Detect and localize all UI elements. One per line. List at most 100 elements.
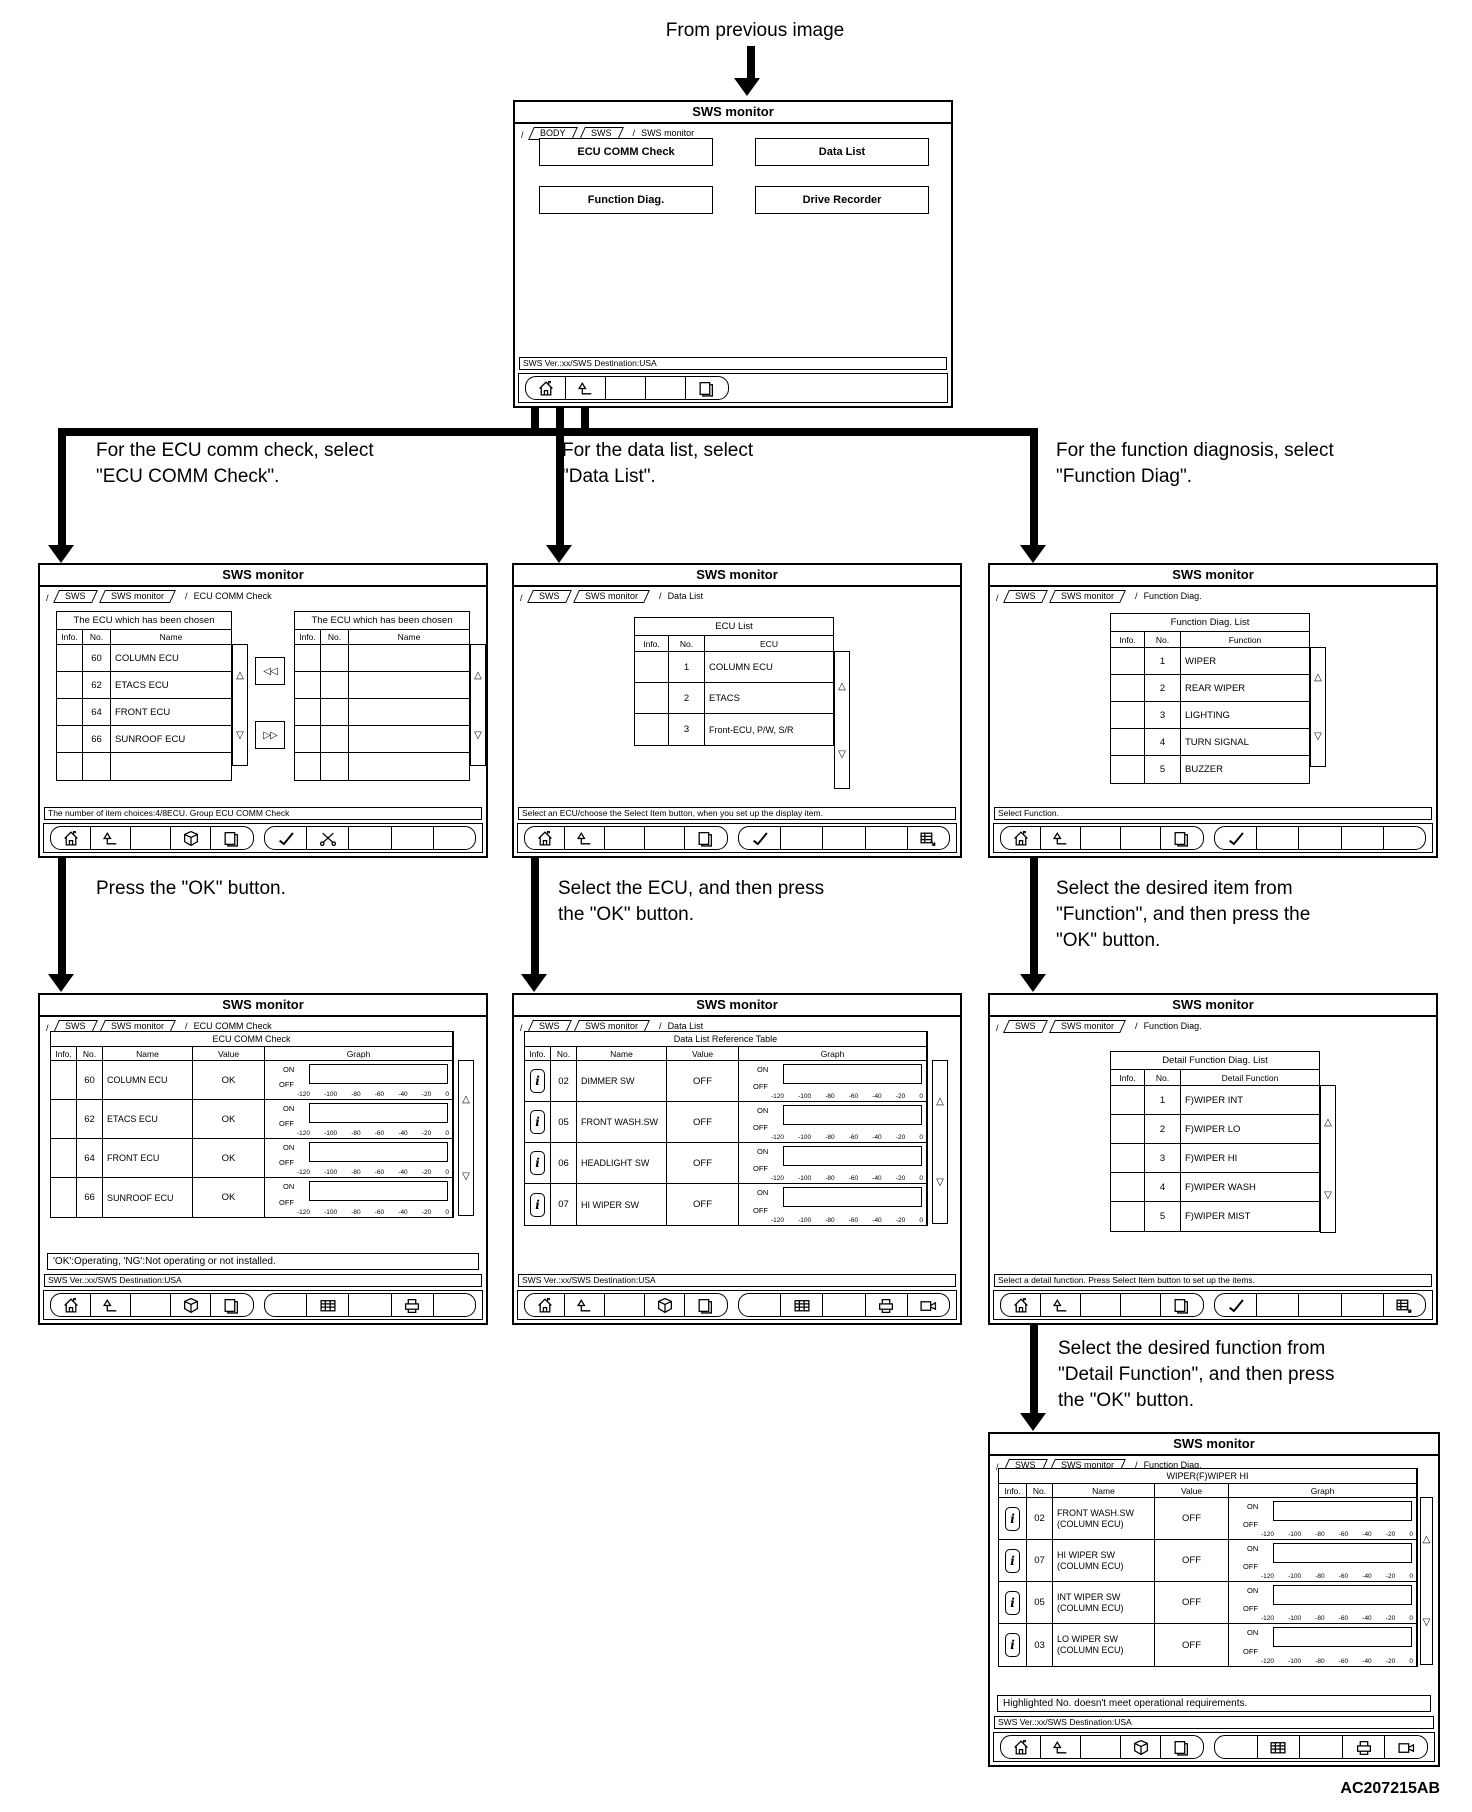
tab-sws-monitor[interactable]: SWS monitor — [1049, 590, 1126, 603]
data-table-button[interactable] — [307, 1294, 350, 1316]
parts-button[interactable] — [1121, 1736, 1161, 1758]
record-button[interactable] — [1385, 1736, 1427, 1758]
scroll-up-icon[interactable]: △ — [1422, 1534, 1431, 1545]
pages-button[interactable] — [1161, 1294, 1201, 1316]
ok-button[interactable] — [1215, 827, 1258, 849]
return-button[interactable] — [91, 1294, 131, 1316]
delete-button[interactable] — [307, 827, 350, 849]
info-icon[interactable]: i — [530, 1192, 545, 1217]
home-button[interactable] — [51, 827, 91, 849]
tab-sws[interactable]: SWS — [526, 590, 571, 603]
select-item-button[interactable] — [908, 827, 949, 849]
function-diag-button[interactable]: Function Diag. — [539, 186, 713, 214]
tab-sws-monitor[interactable]: SWS monitor — [1049, 1020, 1126, 1033]
scroll-up-icon[interactable]: △ — [1324, 1117, 1332, 1128]
ok-button[interactable] — [265, 827, 308, 849]
scroll-down-icon[interactable]: ▽ — [236, 729, 244, 741]
info-icon[interactable]: i — [530, 1151, 545, 1175]
scroll-up-icon[interactable]: △ — [236, 669, 244, 681]
tab-sws[interactable]: SWS — [1002, 590, 1047, 603]
pages-button[interactable] — [1161, 827, 1201, 849]
scroll-down-icon[interactable]: ▽ — [474, 729, 482, 741]
info-icon[interactable]: i — [1005, 1633, 1020, 1657]
parts-button[interactable] — [171, 827, 211, 849]
home-button[interactable] — [525, 827, 565, 849]
return-button[interactable] — [1041, 827, 1081, 849]
tab-sws[interactable]: SWS — [52, 590, 97, 603]
pages-button[interactable] — [685, 827, 725, 849]
print-button[interactable] — [866, 1294, 908, 1316]
scroll-up-icon[interactable]: △ — [462, 1094, 470, 1105]
home-button[interactable] — [51, 1294, 91, 1316]
parts-button[interactable] — [645, 1294, 685, 1316]
data-list-button[interactable]: Data List — [755, 138, 929, 166]
record-button[interactable] — [908, 1294, 949, 1316]
move-right-button[interactable]: ▷▷ — [255, 721, 285, 749]
tab-sws-monitor[interactable]: SWS monitor — [99, 590, 176, 603]
home-button[interactable] — [1001, 827, 1041, 849]
scroll-up-icon[interactable]: △ — [936, 1096, 944, 1107]
return-button[interactable] — [565, 1294, 605, 1316]
scroll-up-icon[interactable]: △ — [838, 680, 846, 692]
return-button[interactable] — [1041, 1294, 1081, 1316]
scroll-up-icon[interactable]: △ — [1314, 672, 1322, 683]
scroll-down-icon[interactable]: ▽ — [1314, 731, 1322, 742]
select-item-button[interactable] — [1384, 1294, 1425, 1316]
data-table-button[interactable] — [1258, 1736, 1301, 1758]
info-icon[interactable]: i — [1005, 1506, 1020, 1531]
info-icon[interactable]: i — [530, 1069, 545, 1093]
tab-sws-monitor[interactable]: SWS monitor — [573, 590, 650, 603]
parts-button[interactable] — [171, 1294, 211, 1316]
print-button[interactable] — [1343, 1736, 1386, 1758]
data-table-button[interactable] — [781, 1294, 824, 1316]
print-button[interactable] — [392, 1294, 434, 1316]
ecu-comm-check-button[interactable]: ECU COMM Check — [539, 138, 713, 166]
ok-button[interactable] — [739, 827, 782, 849]
scroll-up-icon[interactable]: △ — [474, 669, 482, 681]
scroll-down-icon[interactable]: ▽ — [936, 1177, 944, 1188]
return-button[interactable] — [566, 377, 606, 399]
pages-button[interactable] — [211, 1294, 251, 1316]
pages-button[interactable] — [685, 1294, 725, 1316]
home-button[interactable] — [525, 1294, 565, 1316]
move-left-button[interactable]: ◁◁ — [255, 657, 285, 685]
scroll-down-icon[interactable]: ▽ — [1324, 1190, 1332, 1201]
pages-button[interactable] — [1161, 1736, 1201, 1758]
tab-sws[interactable]: SWS — [1002, 1020, 1047, 1033]
drive-recorder-button[interactable]: Drive Recorder — [755, 186, 929, 214]
pages-button[interactable] — [686, 377, 726, 399]
info-icon[interactable]: i — [530, 1110, 545, 1134]
info-icon[interactable]: i — [1005, 1590, 1020, 1615]
return-button[interactable] — [1041, 1736, 1081, 1758]
return-button[interactable] — [91, 827, 131, 849]
return-button[interactable] — [565, 827, 605, 849]
home-button[interactable] — [1001, 1294, 1041, 1316]
pages-button[interactable] — [211, 827, 251, 849]
scroll-down-icon[interactable]: ▽ — [1422, 1617, 1431, 1628]
ok-button[interactable] — [1215, 1294, 1258, 1316]
home-button[interactable] — [526, 377, 566, 399]
